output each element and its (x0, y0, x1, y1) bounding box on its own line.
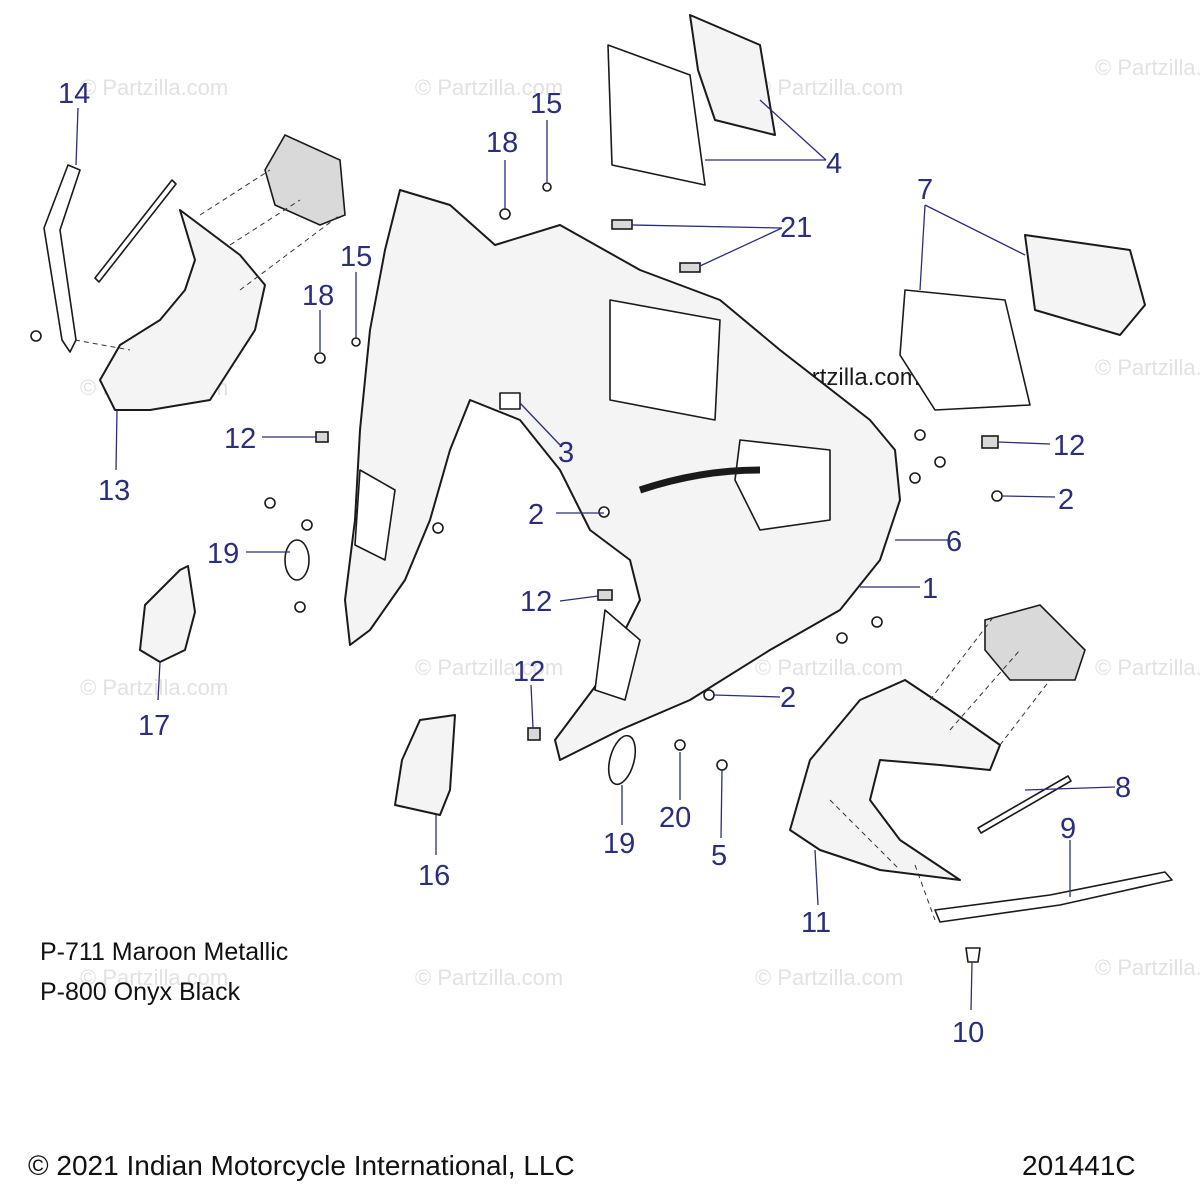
watermark: © Partzilla.com (415, 655, 563, 680)
callout-20: 20 (659, 802, 691, 834)
callout-13: 13 (98, 475, 130, 507)
callout-7: 7 (917, 174, 933, 206)
callout-5: 5 (711, 840, 727, 872)
screw-part (703, 689, 715, 701)
washer-part (301, 519, 313, 531)
left-speaker-housing-part (264, 133, 346, 226)
watermark: © Partzilla.com (1095, 355, 1200, 380)
callout-2: 2 (528, 499, 544, 531)
watermark: © Partzilla.com (755, 655, 903, 680)
washer-part (674, 739, 686, 751)
callout-12: 12 (520, 586, 552, 618)
lower-opening-part (594, 609, 641, 701)
watermark: © Partzilla.com (80, 965, 228, 990)
callout-1: 1 (922, 573, 938, 605)
callout-18: 18 (486, 127, 518, 159)
screw-part (871, 616, 883, 628)
watermark: © Partzilla.com (80, 75, 228, 100)
watermark: © Partzilla.com (1095, 655, 1200, 680)
watermark: © Partzilla.com (1095, 55, 1200, 80)
watermark: © Partzilla.com (755, 75, 903, 100)
watermark: © Partzilla.com (80, 675, 228, 700)
washer-part (836, 632, 848, 644)
callout-14: 14 (58, 78, 90, 110)
callout-15: 15 (340, 241, 372, 273)
wire-tie-part (94, 179, 177, 283)
wire-tie-part (977, 775, 1072, 834)
callout-12: 12 (224, 423, 256, 455)
callout-3: 3 (558, 437, 574, 469)
label-part (611, 219, 633, 230)
copyright-text: © 2021 Indian Motorcycle International, … (28, 1150, 575, 1181)
washer-part (499, 208, 511, 220)
glovebox-frame-part (607, 44, 706, 186)
paint-code-note: P-800 Onyx Black (40, 978, 241, 1006)
nut-part (294, 601, 306, 613)
screw-part (542, 182, 552, 192)
leader-lines (75, 99, 1116, 1011)
clip-part (527, 727, 541, 741)
callout-17: 17 (138, 710, 170, 742)
callout-21: 21 (780, 212, 812, 244)
callout-19: 19 (603, 828, 635, 860)
right-bracket-part (934, 871, 1173, 923)
washer-part (314, 352, 326, 364)
callout-12: 12 (1053, 430, 1085, 462)
bolt-part (30, 330, 42, 342)
screw-part (934, 456, 946, 468)
small-bracket-part (139, 565, 196, 663)
screw-part (914, 429, 926, 441)
callout-11: 11 (801, 907, 831, 939)
callout-2: 2 (1058, 484, 1074, 516)
callout-16: 16 (418, 860, 450, 892)
grommet-part (284, 539, 310, 581)
right-glovebox-door-part (1024, 234, 1146, 336)
watermark: © Partzilla.com (415, 965, 563, 990)
watermark: © Partzilla.com (1095, 955, 1200, 980)
callout-18: 18 (302, 280, 334, 312)
lower-bracket-part (394, 714, 456, 816)
callout-9: 9 (1060, 813, 1076, 845)
grommet-part (607, 734, 637, 786)
screw-part (716, 759, 728, 771)
gauge-opening-part (609, 299, 721, 421)
glovebox-door-part (689, 14, 776, 136)
washer-part (909, 472, 921, 484)
screw-part (598, 506, 610, 518)
label-part (679, 262, 701, 273)
screw-part (351, 337, 361, 347)
paint-code-note: P-711 Maroon Metallic (40, 938, 289, 966)
callouts: 14 13 18 15 18 15 4 21 7 12 3 12 2 6 2 1… (58, 78, 1131, 1049)
right-speaker-housing-part (984, 604, 1086, 681)
left-bracket-part (43, 164, 81, 353)
callout-4: 4 (826, 148, 842, 180)
callout-2: 2 (780, 682, 796, 714)
latch-part (499, 392, 521, 410)
clip-part (315, 431, 329, 443)
left-inner-fairing-part (99, 209, 266, 411)
watermark: © Partzilla.com (755, 965, 903, 990)
diagram-number: 201441C (1022, 1150, 1136, 1181)
callout-10: 10 (952, 1017, 984, 1049)
lower-opening-part (354, 469, 396, 561)
callout-19: 19 (207, 538, 239, 570)
clip-part (981, 435, 999, 449)
bolt-part (965, 947, 981, 963)
screw-part (991, 490, 1003, 502)
callout-6: 6 (946, 526, 962, 558)
watermark: © Partzilla.com (415, 75, 563, 100)
screw-part (432, 522, 444, 534)
callout-8: 8 (1115, 772, 1131, 804)
right-glovebox-frame-part (899, 289, 1031, 411)
right-inner-fairing-part (789, 679, 1001, 881)
clip-part (597, 589, 613, 601)
trim-strip-part (638, 466, 761, 494)
fasteners (264, 182, 1003, 771)
callout-12: 12 (513, 656, 545, 688)
screw-part (264, 497, 276, 509)
callout-15: 15 (530, 88, 562, 120)
